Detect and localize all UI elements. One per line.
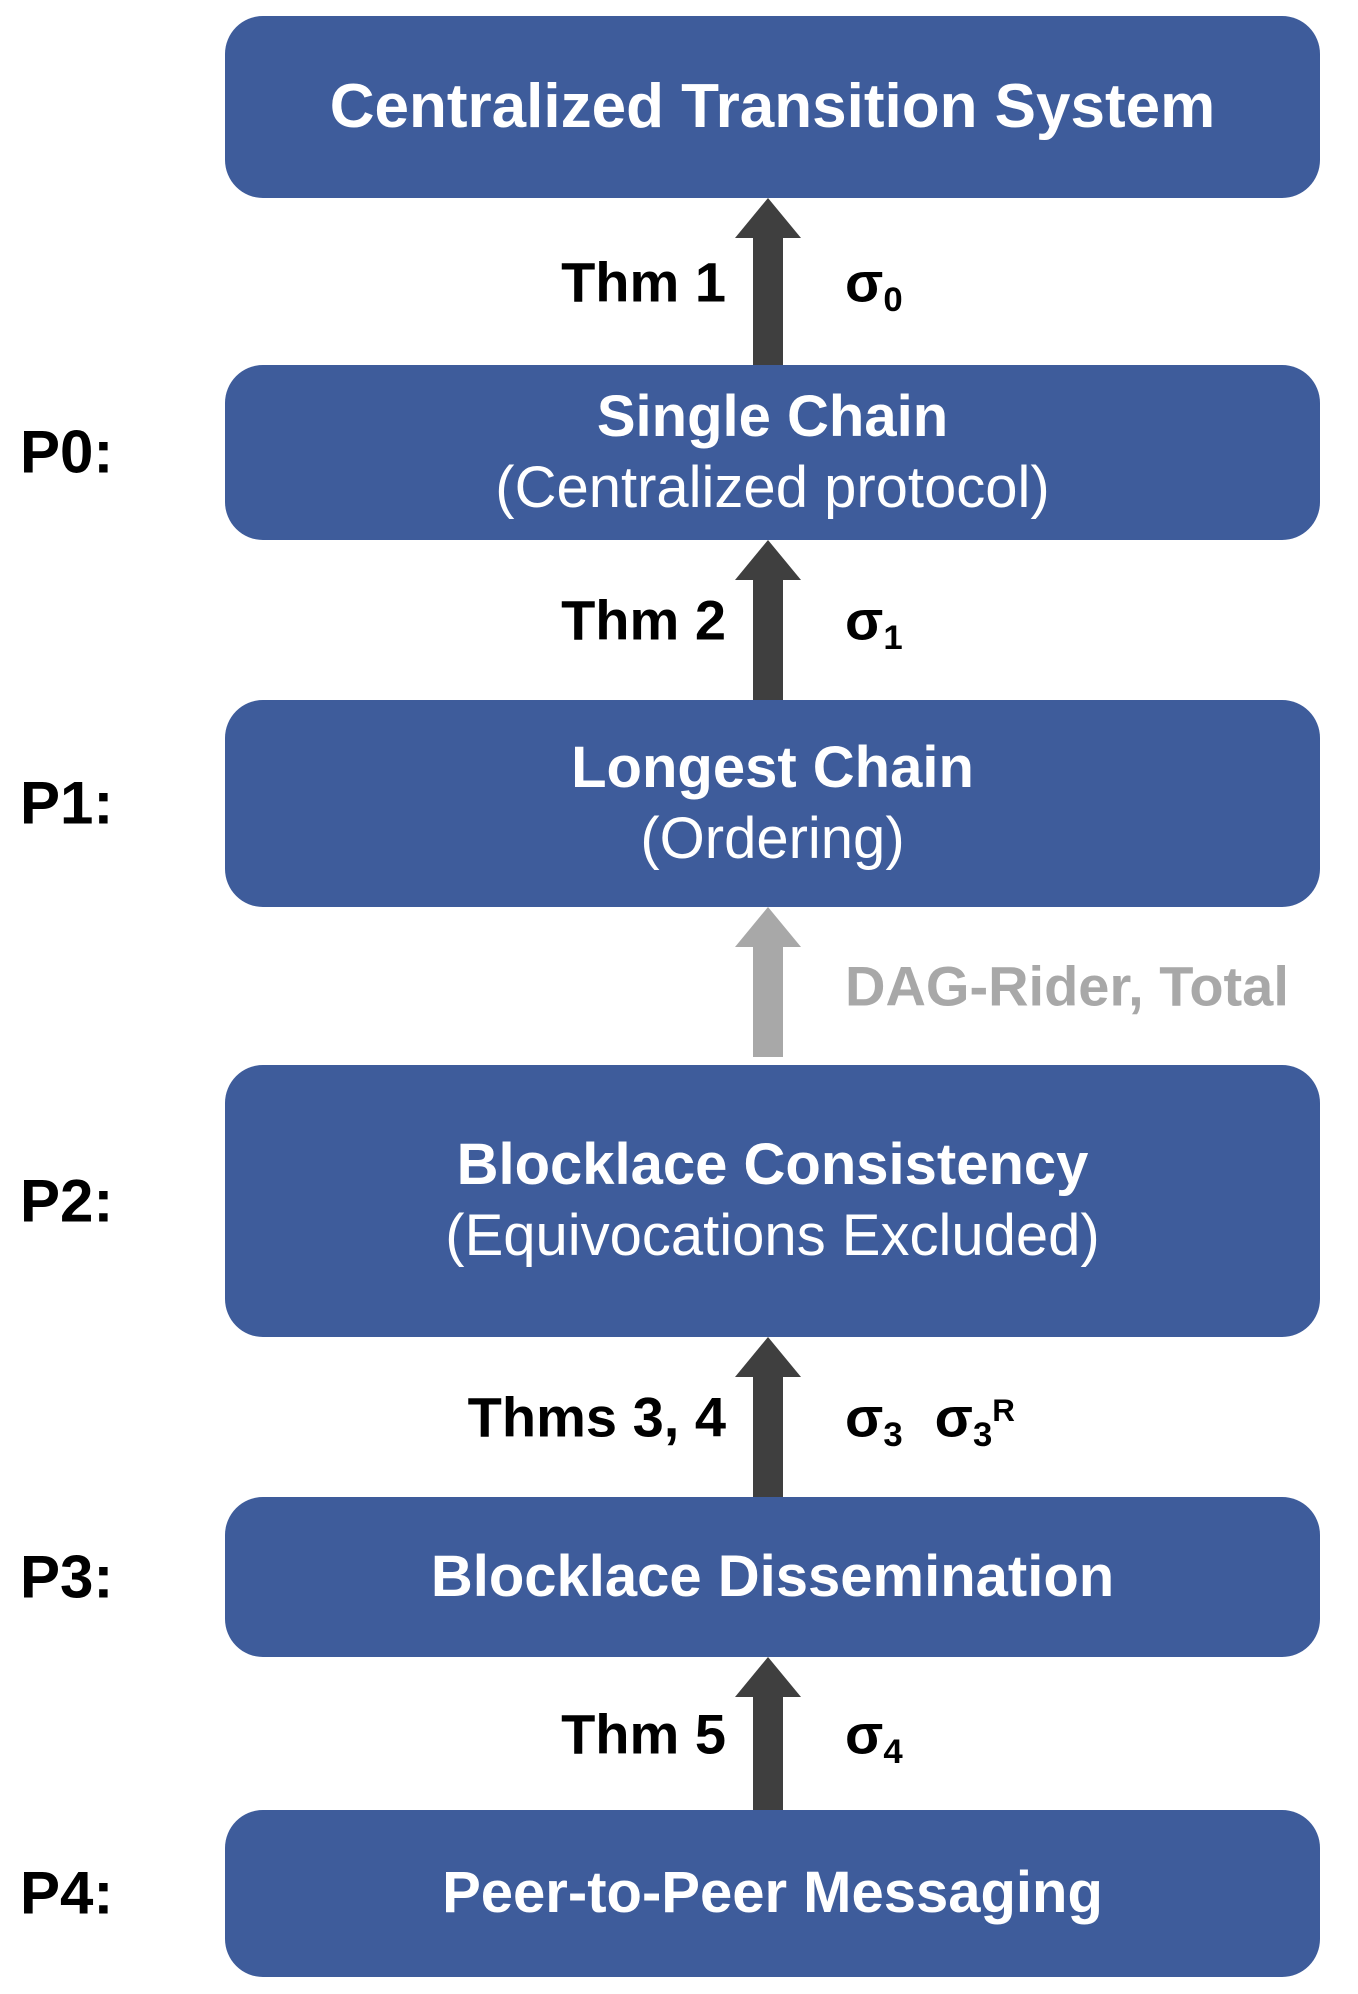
sigma-term: σ1 [845, 588, 903, 658]
transition-dag-rider: DAG-Rider, Total [0, 907, 1358, 1065]
arrow-head [735, 198, 801, 238]
sigma-term: σ4 [845, 1702, 903, 1771]
layer-subtitle: (Ordering) [640, 805, 905, 871]
up-arrow-icon [735, 1337, 801, 1497]
theorem-label: Thm 1 [561, 250, 726, 313]
p-label-p0: P0: [20, 418, 114, 486]
layer-title: Centralized Transition System [329, 72, 1216, 142]
arrow-head [735, 540, 801, 580]
transition-thm-2: Thm 2 σ1 [0, 540, 1358, 700]
up-arrow-icon [735, 540, 801, 700]
arrow-stem [753, 1697, 783, 1810]
layer-title: Blocklace Consistency [456, 1132, 1089, 1198]
sigma-term: σ3 [845, 1385, 903, 1455]
layer-box-longest-chain: Longest Chain (Ordering) [225, 700, 1320, 907]
theorem-label: Thm 2 [561, 588, 726, 652]
layer-box-peer-to-peer-messaging: Peer-to-Peer Messaging [225, 1810, 1320, 1977]
arrow-head [735, 1657, 801, 1697]
up-arrow-icon [735, 1657, 801, 1810]
arrow-stem [753, 1377, 783, 1497]
layer-title: Blocklace Dissemination [430, 1543, 1115, 1609]
p-label-p3: P3: [20, 1543, 114, 1611]
layer-subtitle: (Centralized protocol) [495, 454, 1050, 520]
sigma-term: σ3R [934, 1385, 1015, 1455]
transition-thm-1: Thm 1 σ0 [0, 198, 1358, 365]
sigma-label: σ3 σ3R [845, 1385, 1015, 1455]
transition-thm-5: Thm 5 σ4 [0, 1657, 1358, 1810]
p-label-p1: P1: [20, 769, 114, 837]
up-arrow-gray-icon [735, 907, 801, 1057]
sigma-label: σ4 [845, 1701, 903, 1771]
up-arrow-icon [735, 198, 801, 365]
theorem-label: Thm 5 [561, 1702, 726, 1765]
layer-box-single-chain: Single Chain (Centralized protocol) [225, 365, 1320, 540]
arrow-head [735, 907, 801, 947]
theorem-label: Thms 3, 4 [467, 1385, 726, 1449]
transition-thms-3-4: Thms 3, 4 σ3 σ3R [0, 1337, 1358, 1497]
layer-box-blocklace-dissemination: Blocklace Dissemination [225, 1497, 1320, 1657]
layer-subtitle: (Equivocations Excluded) [445, 1203, 1100, 1268]
arrow-stem [753, 947, 783, 1057]
arrow-head [735, 1337, 801, 1377]
layer-title: Longest Chain [571, 734, 974, 800]
p-label-p2: P2: [20, 1167, 114, 1235]
layer-title: Peer-to-Peer Messaging [442, 1860, 1103, 1926]
p-label-p4: P4: [20, 1859, 114, 1927]
arrow-stem [753, 238, 783, 365]
layer-box-centralized-transition-system: Centralized Transition System [225, 16, 1320, 198]
sigma-label: σ0 [845, 249, 903, 319]
layer-box-blocklace-consistency: Blocklace Consistency (Equivocations Exc… [225, 1065, 1320, 1337]
arrow-stem [753, 580, 783, 700]
dag-rider-annotation: DAG-Rider, Total [845, 954, 1289, 1018]
layer-title: Single Chain [596, 383, 949, 449]
sigma-label: σ1 [845, 588, 903, 658]
sigma-term: σ0 [845, 250, 903, 319]
